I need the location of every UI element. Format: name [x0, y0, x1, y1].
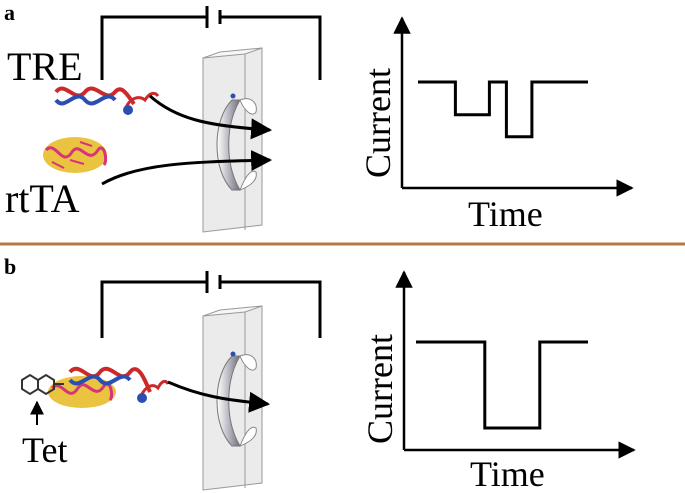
molecule-label-tre: TRE [7, 44, 83, 89]
dna-strand-red-b [68, 366, 152, 393]
current-trace-line-a [418, 80, 588, 139]
dna-strand-blue-a [54, 94, 117, 106]
circuit-b [100, 271, 322, 338]
nanopore-a [216, 99, 241, 191]
x-axis-label-b: Time [470, 454, 545, 493]
panel-b: b [4, 254, 636, 493]
panel-a: a TRE rt [4, 0, 634, 234]
panel-label-a: a [4, 0, 15, 25]
pore-rim-top-b [239, 354, 257, 371]
circuit-wire-left-a [100, 15, 207, 80]
dna-tail-b [138, 379, 170, 399]
dna-tail-a [123, 91, 160, 111]
dna-strand-red-a [54, 86, 136, 106]
current-trace-chart-a: Current Time [358, 16, 634, 234]
translocation-arrow-1-a [149, 94, 273, 140]
dna-strand-blue-b [68, 374, 132, 386]
protein-coils-a [44, 146, 108, 166]
membrane-slab-a [202, 47, 263, 233]
translocation-arrow-b [167, 380, 271, 413]
complex-icon-b [21, 366, 170, 408]
pore-rim-bottom-a [239, 170, 257, 191]
membrane-top-a [202, 47, 263, 59]
circuit-wire-left-b [100, 280, 207, 338]
circuit-wire-right-a [220, 15, 322, 80]
current-trace-chart-b: Current Time [360, 270, 636, 493]
current-trace-line-b [416, 340, 588, 430]
dna-knot-b [137, 393, 147, 403]
protein-strands-a [51, 141, 93, 169]
pore-marker-b [230, 351, 236, 357]
protein-icon-a [43, 137, 108, 173]
membrane-slab-b [202, 305, 263, 491]
circuit-a [100, 6, 322, 80]
nanopore-b [216, 355, 241, 447]
tet-molecule-icon [21, 373, 64, 396]
translocation-arrow-2-a [101, 150, 273, 186]
membrane-pore-a [202, 47, 263, 233]
dna-helix-icon-a [54, 86, 160, 115]
membrane-top-b [202, 305, 263, 317]
protein-body-b [48, 376, 116, 408]
membrane-pore-b [202, 305, 263, 491]
molecule-label-tet: Tet [22, 430, 67, 470]
panel-label-b: b [4, 254, 16, 279]
y-axis-label-b: Current [360, 334, 400, 444]
molecule-label-rttA: rtTA [5, 176, 80, 221]
circuit-wire-right-b [220, 280, 322, 338]
protein-coils-b [50, 382, 114, 402]
pore-marker-a [230, 93, 236, 99]
protein-body-a [43, 137, 107, 173]
dna-knot-a [123, 105, 133, 115]
x-axis-label-a: Time [468, 194, 543, 234]
pore-rim-bottom-b [239, 426, 257, 447]
pore-rim-top-a [239, 98, 257, 115]
y-axis-label-a: Current [358, 68, 398, 178]
